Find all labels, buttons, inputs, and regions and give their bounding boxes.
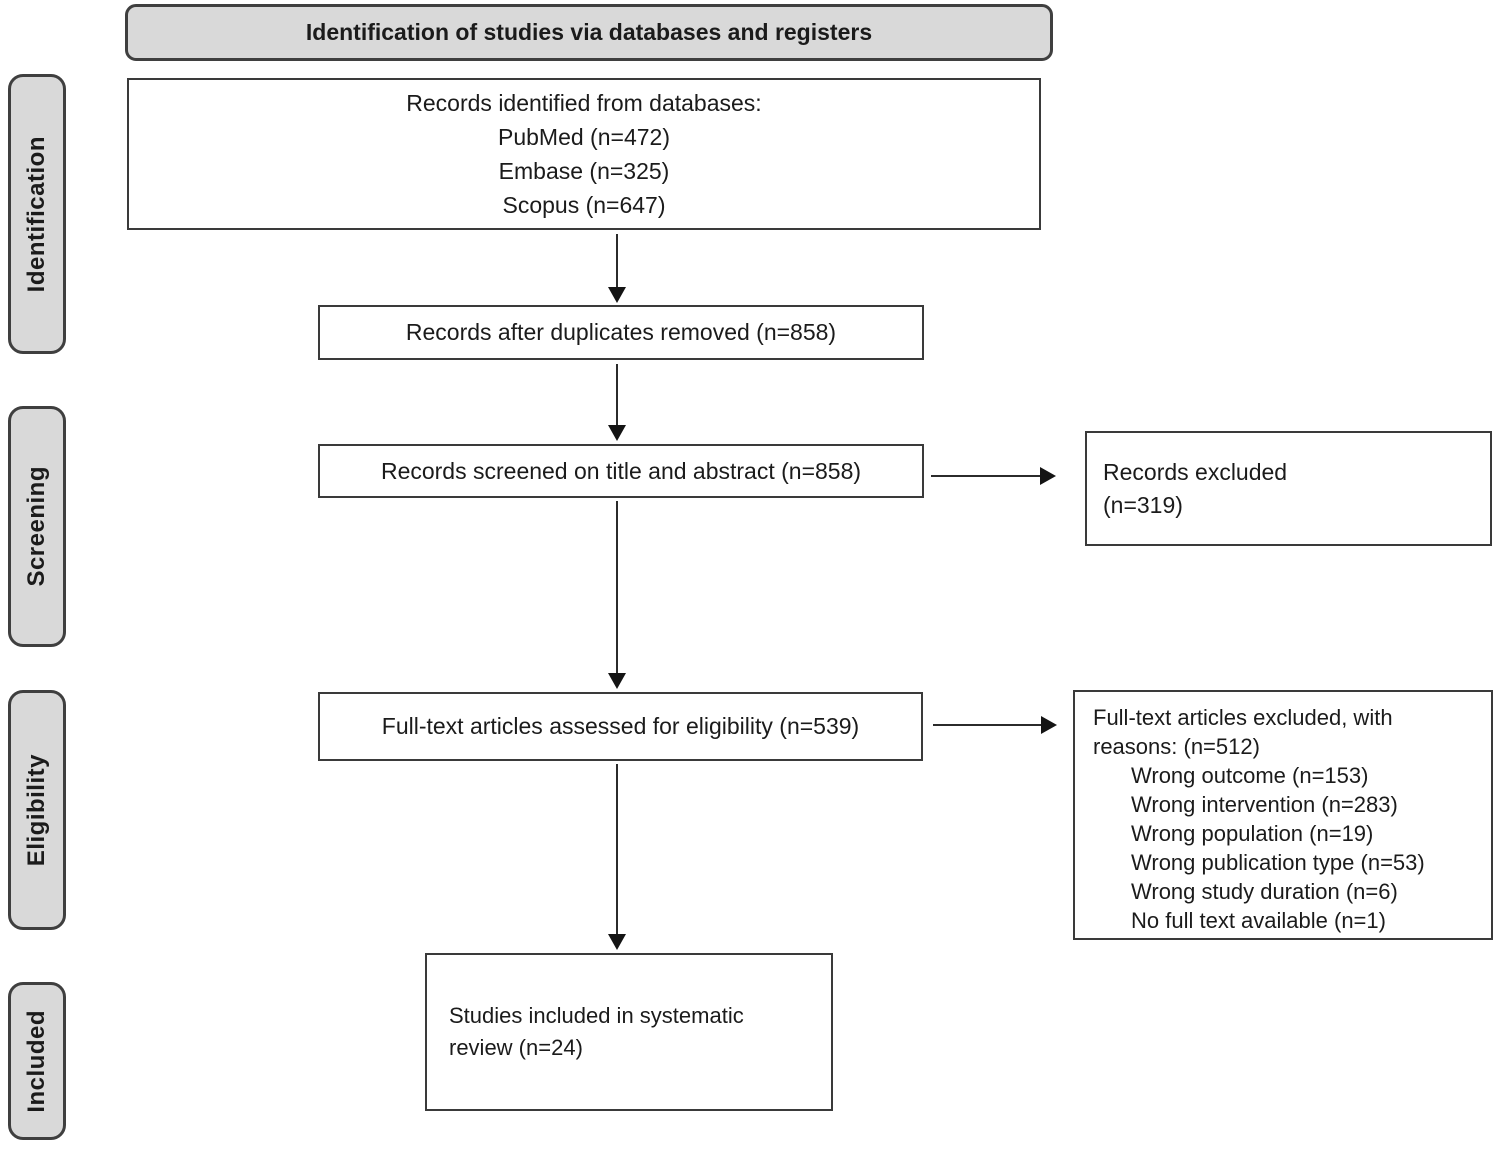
arrow-fulltext-to-included bbox=[608, 764, 626, 950]
exclusion-reason-wrong-outcome: Wrong outcome (n=153) bbox=[1131, 763, 1369, 788]
box-duplicates-removed: Records after duplicates removed (n=858) bbox=[318, 305, 924, 360]
exclusion-reason-wrong-study-duration: Wrong study duration (n=6) bbox=[1131, 879, 1398, 904]
records-screened-label: Records screened on title and abstract (… bbox=[380, 457, 862, 484]
box-records-excluded: Records excluded (n=319) bbox=[1085, 431, 1492, 546]
records-excluded-count: (n=319) bbox=[1103, 491, 1183, 518]
exclusion-reason-no-fulltext: No full text available (n=1) bbox=[1131, 908, 1386, 933]
records-identified-scopus: Scopus (n=647) bbox=[502, 192, 666, 218]
box-records-screened: Records screened on title and abstract (… bbox=[318, 444, 924, 498]
diagram-title-bar: Identification of studies via databases … bbox=[125, 4, 1053, 61]
arrow-dedup-to-screened bbox=[608, 364, 626, 441]
stage-label-identification: Identification bbox=[23, 135, 50, 293]
stage-pill-eligibility: Eligibility bbox=[8, 690, 66, 930]
fulltext-assessed-label: Full-text articles assessed for eligibil… bbox=[381, 713, 860, 739]
arrow-screened-to-excluded bbox=[931, 467, 1056, 485]
fulltext-excluded-heading: Full-text articles excluded, with reason… bbox=[1093, 705, 1393, 759]
exclusion-reason-wrong-publication-type: Wrong publication type (n=53) bbox=[1131, 850, 1425, 875]
stage-pill-identification: Identification bbox=[8, 74, 66, 354]
exclusion-reason-wrong-population: Wrong population (n=19) bbox=[1131, 821, 1374, 846]
stage-pill-included: Included bbox=[8, 982, 66, 1140]
box-fulltext-excluded: Full-text articles excluded, with reason… bbox=[1073, 690, 1493, 940]
box-fulltext-assessed: Full-text articles assessed for eligibil… bbox=[318, 692, 923, 761]
stage-pill-screening: Screening bbox=[8, 406, 66, 647]
arrow-identified-to-dedup bbox=[608, 234, 626, 303]
records-excluded-label: Records excluded bbox=[1103, 458, 1288, 485]
diagram-title: Identification of studies via databases … bbox=[305, 19, 873, 45]
duplicates-removed-label: Records after duplicates removed (n=858) bbox=[405, 319, 837, 345]
stage-label-eligibility: Eligibility bbox=[23, 753, 50, 867]
stage-label-screening: Screening bbox=[23, 466, 50, 587]
arrow-screened-to-fulltext bbox=[608, 501, 626, 689]
records-identified-pubmed: PubMed (n=472) bbox=[498, 124, 670, 150]
arrow-fulltext-to-excluded bbox=[933, 716, 1057, 734]
box-records-identified: Records identified from databases: PubMe… bbox=[127, 78, 1041, 230]
records-identified-embase: Embase (n=325) bbox=[498, 158, 670, 184]
exclusion-reason-wrong-intervention: Wrong intervention (n=283) bbox=[1131, 792, 1398, 817]
studies-included-label: Studies included in systematic review (n… bbox=[449, 1003, 744, 1060]
box-studies-included: Studies included in systematic review (n… bbox=[425, 953, 833, 1111]
records-identified-heading: Records identified from databases: bbox=[406, 90, 762, 116]
stage-label-included: Included bbox=[23, 1009, 50, 1113]
